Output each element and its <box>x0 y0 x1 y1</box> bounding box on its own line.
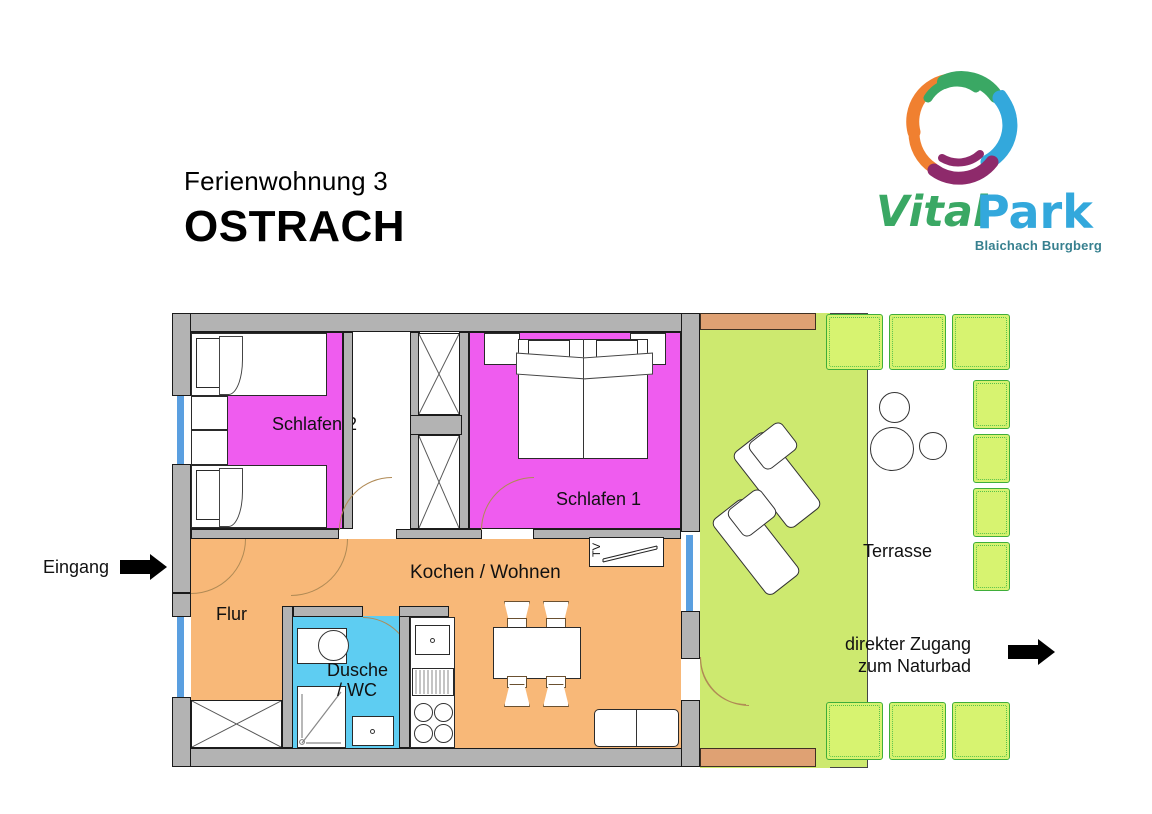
tv-unit <box>589 537 664 567</box>
wall-bedroom-south <box>396 529 482 539</box>
wall-exterior-top <box>172 313 700 332</box>
wall-bedroom-south <box>191 529 339 539</box>
bath-shower-icon <box>299 691 342 745</box>
annotation-eingang: Eingang <box>43 557 110 577</box>
hedge-block <box>973 488 1010 537</box>
wall-bath-kitchen <box>399 606 410 748</box>
dining-table <box>493 627 581 679</box>
entrance-arrow-shaft <box>120 560 150 574</box>
bed-center-line <box>583 339 584 459</box>
kitchen-sink-drain-icon <box>430 638 435 643</box>
bath-sink-icon <box>318 630 349 661</box>
hedge-block <box>889 702 946 760</box>
annotation-zugang-line1: direkter Zugang <box>845 634 972 654</box>
wall-exterior-left <box>172 697 191 767</box>
wall-closet-divider <box>410 415 462 435</box>
entrance-arrow-icon <box>150 554 167 580</box>
wall-exterior-bottom <box>172 748 700 767</box>
closet-lower <box>418 435 460 529</box>
flur-wardrobe <box>191 700 282 748</box>
nightstand <box>191 396 228 430</box>
wall-exterior-right <box>681 313 700 532</box>
room-label-dusche-line1: Dusche <box>327 660 389 680</box>
wall-exterior-right <box>681 700 700 767</box>
room-label-schlafen-2: Schlafen 2 <box>272 414 358 434</box>
stove-burner-icon <box>414 703 433 722</box>
wall-bath-kitchen-top <box>399 606 449 617</box>
wall-exterior-left-pier <box>172 593 191 617</box>
page-subtitle: Ferienwohnung 3 <box>184 166 388 196</box>
nightstand <box>484 333 520 365</box>
room-label-schlafen-1: Schlafen 1 <box>556 489 642 509</box>
svg-text:Vital: Vital <box>876 187 989 237</box>
svg-text:Park: Park <box>976 185 1094 239</box>
closet-upper <box>418 333 460 415</box>
room-label-kochen-wohnen: Kochen / Wohnen <box>410 562 561 583</box>
wall-exterior-left <box>172 464 191 593</box>
wall-flur-bath <box>282 606 293 748</box>
vitalpark-wordmark: Vital Park <box>876 185 1094 239</box>
hedge-block <box>952 702 1010 760</box>
closet-x-icon <box>419 436 459 528</box>
logo-tagline: Blaichach Burgberg <box>974 238 1102 253</box>
annotation-zugang-line2: zum Naturbad <box>858 656 972 676</box>
room-label-flur: Flur <box>216 604 247 624</box>
vitalpark-logo: Vital Park Blaichach Burgberg <box>868 52 1116 286</box>
sofa-divider <box>636 710 637 746</box>
terrace-chair <box>879 392 910 423</box>
terrace-table <box>870 427 914 471</box>
kitchen-dishwasher-icon <box>415 670 449 694</box>
hedge-block <box>952 314 1010 370</box>
hedge-block <box>973 542 1010 591</box>
window-left-flur <box>176 617 185 697</box>
wall-bath-top <box>293 606 363 617</box>
tv-icon: TV <box>591 542 658 563</box>
closet-x-icon <box>419 334 459 414</box>
wardrobe-x-icon <box>192 701 281 747</box>
stove-burner-icon <box>434 703 453 722</box>
deck-strip-bottom <box>700 748 816 767</box>
room-label-terrasse: Terrasse <box>863 541 933 561</box>
vitalpark-swirl-icon <box>906 71 1018 185</box>
hedge-block <box>973 380 1010 429</box>
access-arrow-shaft <box>1008 645 1038 659</box>
wall-exterior-right-pier <box>681 611 700 659</box>
window-right-living <box>685 535 694 611</box>
stove-burner-icon <box>414 724 433 743</box>
kitchen-dishwasher <box>412 668 454 696</box>
deck-strip-top <box>700 313 816 330</box>
hedge-block <box>826 314 883 370</box>
bath-toilet-icon <box>370 729 375 734</box>
terrace-chair <box>919 432 947 460</box>
hedge-block <box>973 434 1010 483</box>
hedge-block <box>889 314 946 370</box>
access-arrow-icon <box>1038 639 1055 665</box>
tv-label: TV <box>591 542 603 557</box>
window-left-bedroom <box>176 396 185 464</box>
page-title: OSTRACH <box>184 202 406 251</box>
hedge-block <box>826 702 883 760</box>
wall-exterior-left <box>172 313 191 396</box>
room-label-dusche-line2: / WC <box>337 680 377 700</box>
stove-burner-icon <box>434 724 453 743</box>
nightstand <box>191 430 228 465</box>
